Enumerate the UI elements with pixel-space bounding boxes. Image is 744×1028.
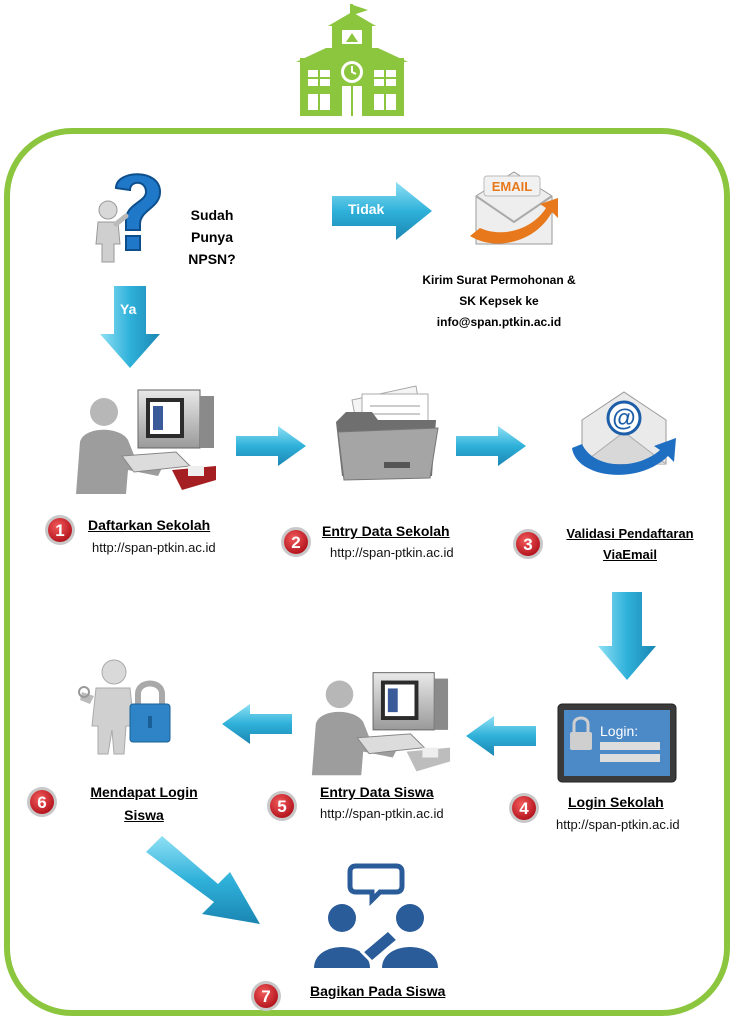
computer-user-icon: [76, 389, 216, 494]
step-4-title: Login Sekolah: [568, 794, 664, 810]
step-4-url[interactable]: http://span-ptkin.ac.id: [556, 817, 680, 832]
svg-text:6: 6: [37, 793, 46, 812]
step-6-title: Mendapat Login Siswa: [70, 781, 218, 827]
question-line1: Sudah Punya: [190, 207, 234, 245]
step-3-title-line1: Validasi Pendaftaran: [566, 526, 694, 541]
arrow-5-6: [222, 704, 292, 744]
login-monitor-icon: Login:: [557, 703, 677, 783]
step-6-title-line2: Siswa: [124, 807, 164, 823]
svg-text:4: 4: [519, 799, 529, 818]
step-5-url[interactable]: http://span-ptkin.ac.id: [320, 806, 444, 821]
question-line2: NPSN?: [188, 251, 236, 267]
arrow-6-7: [146, 836, 260, 924]
step-5-title: Entry Data Siswa: [320, 784, 434, 800]
arrow-tidak: [332, 182, 432, 240]
email-at-icon: @: [572, 391, 676, 475]
step-1-title: Daftarkan Sekolah: [88, 517, 211, 533]
email-note-line2: SK Kepsek ke: [459, 294, 539, 308]
email-note-line3: info@span.ptkin.ac.id: [436, 315, 562, 329]
arrow-4-5: [466, 716, 536, 756]
arrow-1-2: [236, 426, 306, 466]
question-text: Sudah Punya NPSN?: [172, 204, 252, 270]
step-6-badge: 6: [27, 787, 57, 817]
step-7-badge: 7: [251, 981, 281, 1011]
email-icon: EMAIL: [470, 171, 558, 245]
step-2-url[interactable]: http://span-ptkin.ac.id: [330, 545, 454, 560]
step-4-badge: 4: [509, 793, 539, 823]
share-people-icon: [314, 863, 438, 968]
email-note-line1: Kirim Surat Permohonan &: [422, 273, 576, 287]
svg-text:1: 1: [55, 521, 64, 540]
step-6-title-line1: Mendapat Login: [90, 784, 198, 800]
step-5-badge: 5: [267, 791, 297, 821]
question-person-icon: [95, 173, 162, 263]
label-tidak: Tidak: [348, 201, 385, 217]
step-1-url[interactable]: http://span-ptkin.ac.id: [92, 540, 216, 555]
step-7-title: Bagikan Pada Siswa: [310, 983, 446, 999]
step-3-title-line2: ViaEmail: [603, 547, 657, 562]
arrow-2-3: [456, 426, 526, 466]
step-2-title: Entry Data Sekolah: [322, 523, 450, 539]
flow-frame: [4, 128, 730, 1016]
folder-documents-icon: [336, 385, 439, 481]
svg-text:3: 3: [523, 535, 532, 554]
arrow-ya: [100, 286, 160, 368]
step-3-title: Validasi Pendaftaran ViaEmail: [548, 523, 712, 565]
step-2-badge: 2: [281, 527, 311, 557]
login-screen-text: Login:: [600, 723, 638, 739]
step-1-badge: 1: [45, 515, 75, 545]
svg-text:@: @: [612, 405, 635, 432]
svg-text:2: 2: [291, 533, 300, 552]
step-3-badge: 3: [513, 529, 543, 559]
email-note: Kirim Surat Permohonan & SK Kepsek ke in…: [396, 270, 602, 333]
lock-person-icon: [78, 659, 171, 755]
svg-text:7: 7: [261, 987, 270, 1006]
computer-user-icon-2: [311, 672, 451, 776]
label-ya: Ya: [120, 301, 137, 317]
school-icon: [296, 4, 408, 116]
arrow-3-4: [598, 592, 656, 680]
svg-text:5: 5: [277, 797, 286, 816]
email-badge-text: EMAIL: [492, 179, 533, 194]
